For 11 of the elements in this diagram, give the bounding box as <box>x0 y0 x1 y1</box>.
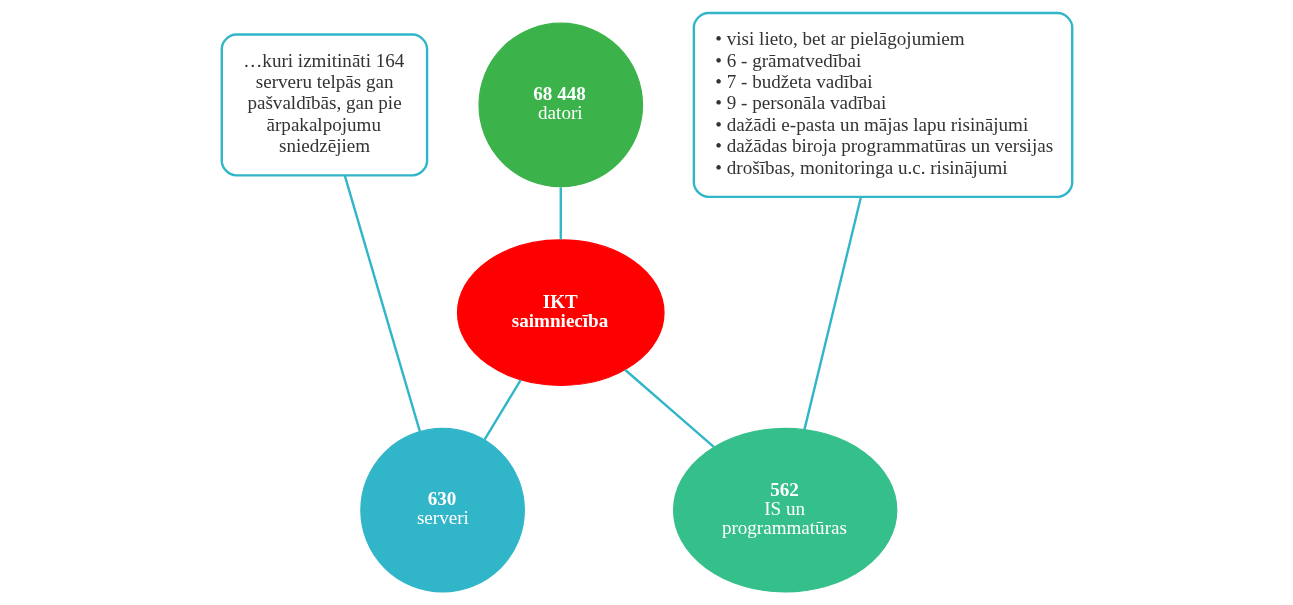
node-circle: 630 serveri <box>359 427 525 593</box>
connector <box>559 187 562 240</box>
connector <box>623 368 715 448</box>
node-box: …kuri izmitināti 164 serveru telpās gan pašvaldībās, gan pie ārpakalpojumu sniedzējiem <box>220 33 428 177</box>
node-ellipse: IKT saimniecība <box>456 239 665 387</box>
node-box: • visi lieto, bet ar pielāgojumiem • 6 - grāmatvedībai • 7 - budžeta vadībai • 9 - personāla vadībai • dažādi e-pasta un mājas lapu risinājumi • dažādas biroja programmatūras un versijas • drošības, monitoringa u.c. risinājumi <box>692 11 1073 199</box>
connector <box>483 379 522 441</box>
node-circle: 68 448 datori <box>477 22 643 188</box>
node-ellipse: 562 IS un programmatūras <box>672 427 897 593</box>
connector <box>343 175 421 432</box>
connector <box>802 196 862 430</box>
